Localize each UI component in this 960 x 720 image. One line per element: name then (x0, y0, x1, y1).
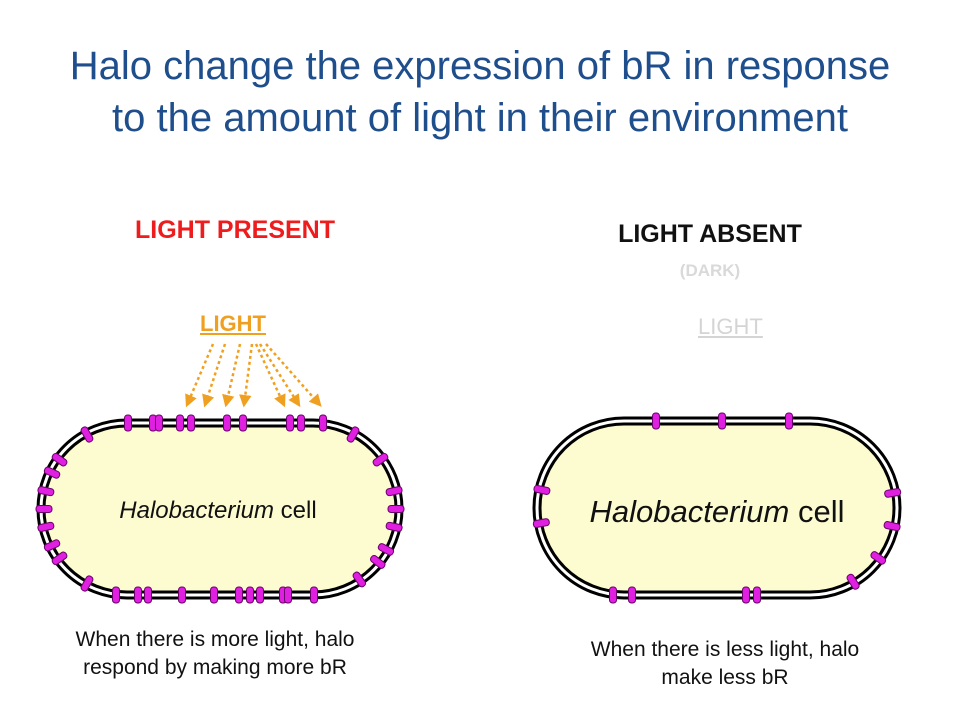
light-arrow (258, 343, 301, 408)
bR-protein (346, 426, 360, 443)
bR-protein (235, 586, 243, 604)
bR-protein (37, 521, 55, 532)
bR-protein (112, 586, 120, 604)
bR-protein (124, 414, 132, 432)
dark-subheading: (DARK) (679, 261, 741, 280)
bR-protein (387, 505, 405, 513)
bR-protein (239, 414, 247, 432)
bR-protein (352, 571, 367, 588)
bR-protein (884, 488, 902, 498)
caption-line-1: When there is more light, halo (75, 628, 355, 651)
light-source-label-present: LIGHT (200, 311, 266, 336)
cell-label-right: Halobacterium cell (589, 494, 844, 529)
light-absent-heading: LIGHT ABSENT (618, 220, 802, 248)
light-arrow (254, 343, 286, 408)
bR-protein (310, 586, 318, 604)
light-arrows (185, 343, 322, 408)
bR-protein (51, 551, 68, 566)
light-arrow (239, 343, 254, 408)
bR-protein (846, 573, 860, 590)
bR-protein (753, 586, 761, 604)
bR-protein (51, 452, 68, 467)
bR-protein (155, 414, 163, 432)
light-arrow (222, 343, 242, 408)
bR-protein (718, 412, 726, 430)
bR-protein (80, 575, 94, 592)
bR-protein (319, 414, 327, 432)
bR-protein (742, 586, 750, 604)
title-line-1: Halo change the expression of bR in resp… (69, 44, 891, 88)
bR-protein (297, 414, 305, 432)
bR-protein (187, 414, 195, 432)
bR-protein (210, 586, 218, 604)
halobacterium-cell-right: Halobacterium cell (532, 412, 902, 604)
bR-protein (609, 586, 617, 604)
caption-line-2: respond by making more bR (83, 656, 347, 679)
caption-line-1: When there is less light, halo (590, 638, 860, 661)
light-arrow (185, 343, 215, 408)
light-present-heading: LIGHT PRESENT (134, 216, 335, 244)
bR-protein (385, 486, 403, 497)
bR-protein (652, 412, 660, 430)
bR-protein (43, 539, 61, 552)
bR-protein (35, 505, 53, 513)
bR-protein (883, 521, 901, 532)
bR-protein (256, 586, 264, 604)
bR-protein (284, 586, 292, 604)
bR-protein (223, 414, 231, 432)
bR-protein (178, 586, 186, 604)
bR-protein (43, 466, 61, 479)
caption-light-present: When there is more light, halo respond b… (20, 626, 410, 682)
light-source-label-absent: LIGHT (698, 314, 763, 339)
bR-protein (370, 554, 386, 569)
cell-label-left: Halobacterium cell (119, 497, 316, 524)
bR-protein (532, 518, 550, 528)
bR-protein (385, 521, 403, 532)
light-arrow (202, 343, 227, 408)
bR-protein (176, 414, 184, 432)
bR-protein (80, 426, 94, 443)
bR-protein (37, 486, 55, 497)
bR-protein-group (532, 412, 902, 604)
bR-protein (870, 551, 887, 565)
halobacterium-cell-left: Halobacterium cell (35, 414, 405, 604)
bR-protein (144, 586, 152, 604)
bR-protein (134, 586, 142, 604)
bR-protein (246, 586, 254, 604)
page-title: Halo change the expression of bR in resp… (20, 40, 940, 144)
title-line-2: to the amount of light in their environm… (112, 96, 848, 140)
bR-protein (377, 543, 395, 556)
bR-protein (372, 452, 389, 467)
caption-light-absent: When there is less light, halo make less… (540, 636, 910, 692)
bR-protein (628, 586, 636, 604)
bR-protein (286, 414, 294, 432)
bR-protein (785, 412, 793, 430)
bR-protein-group (35, 414, 405, 604)
caption-line-2: make less bR (661, 666, 789, 689)
light-arrow (265, 343, 322, 407)
cell-inner-membrane (538, 422, 896, 594)
bR-protein (533, 484, 551, 495)
